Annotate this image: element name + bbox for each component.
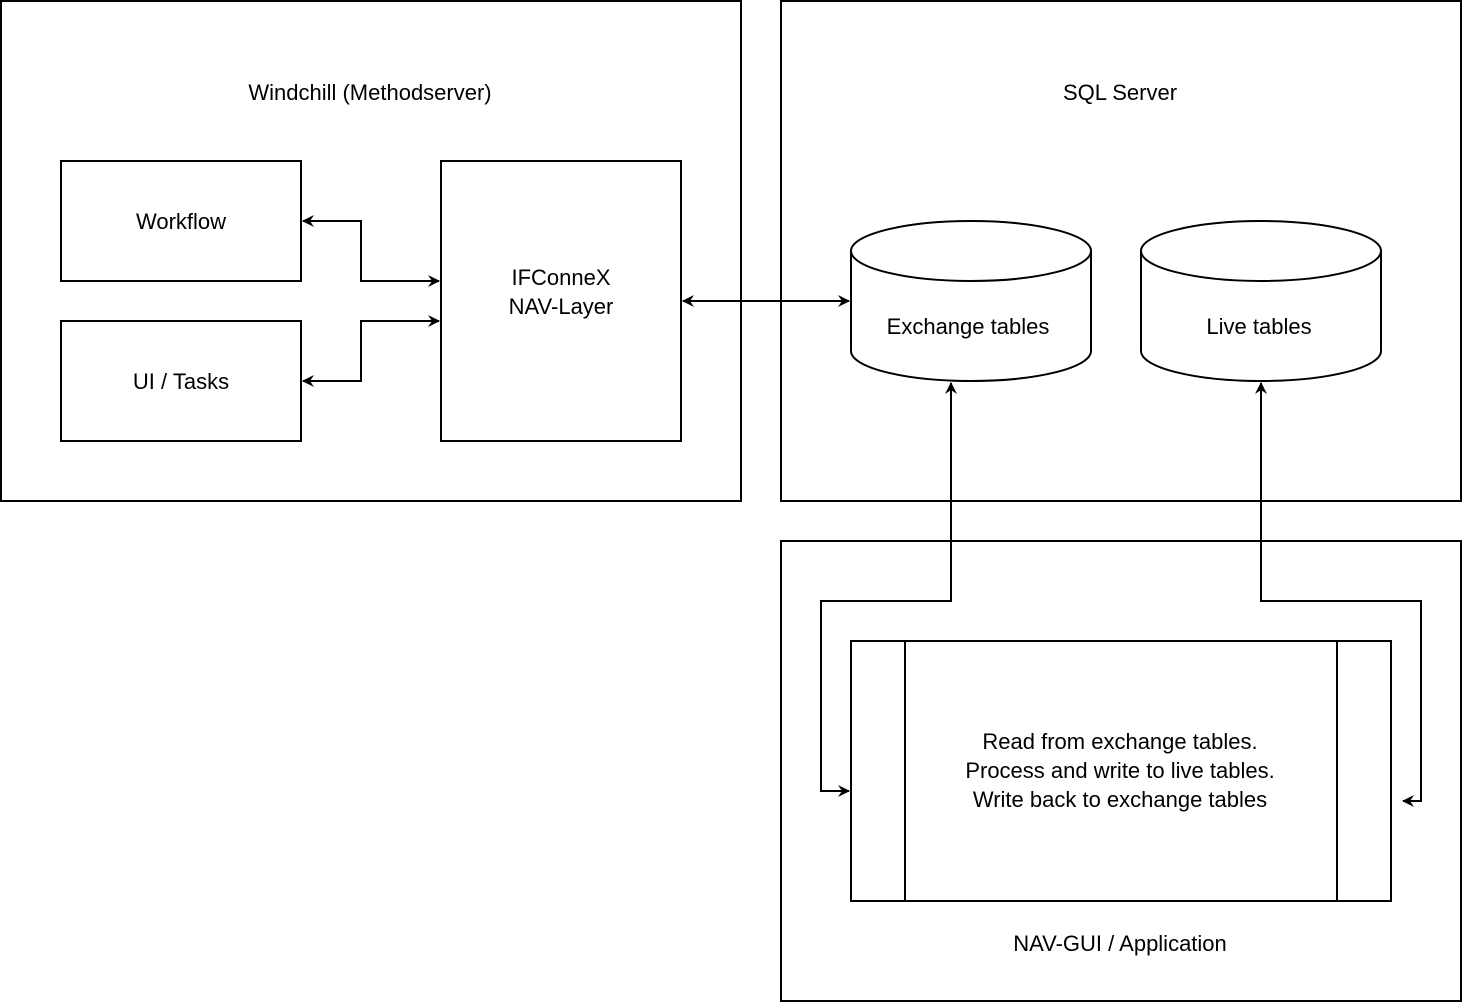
workflow-node: Workflow	[60, 160, 302, 282]
exchange-tables-cylinder	[850, 220, 1092, 382]
edge-ifconnex-ui-tasks	[302, 315, 440, 387]
nav-gui-label: NAV-GUI / Application	[1013, 931, 1227, 956]
process-label-line1: Read from exchange tables.	[982, 728, 1258, 754]
windchill-label: Windchill (Methodserver)	[248, 80, 492, 105]
edge-navgui-exchange	[820, 382, 957, 797]
live-tables-label: Live tables	[1206, 314, 1311, 339]
workflow-label: Workflow	[135, 208, 227, 234]
ui-tasks-node: UI / Tasks	[60, 320, 302, 442]
edge-ifconnex-workflow	[302, 215, 440, 287]
live-tables-cylinder	[1140, 220, 1382, 382]
sql-server-label: SQL Server	[1062, 80, 1178, 105]
ifconnex-label-line1: IFConneX	[511, 264, 611, 290]
process-label-line3: Write back to exchange tables	[972, 786, 1268, 812]
process-label-line2: Process and write to live tables.	[965, 757, 1275, 783]
process-text: Read from exchange tables. Process and w…	[904, 640, 1336, 902]
ifconnex-node: IFConneX NAV-Layer	[440, 160, 682, 442]
ifconnex-label-line2: NAV-Layer	[508, 293, 614, 319]
ui-tasks-label: UI / Tasks	[132, 368, 230, 394]
exchange-tables-label: Exchange tables	[887, 314, 1050, 339]
edge-navgui-live	[1255, 382, 1422, 807]
